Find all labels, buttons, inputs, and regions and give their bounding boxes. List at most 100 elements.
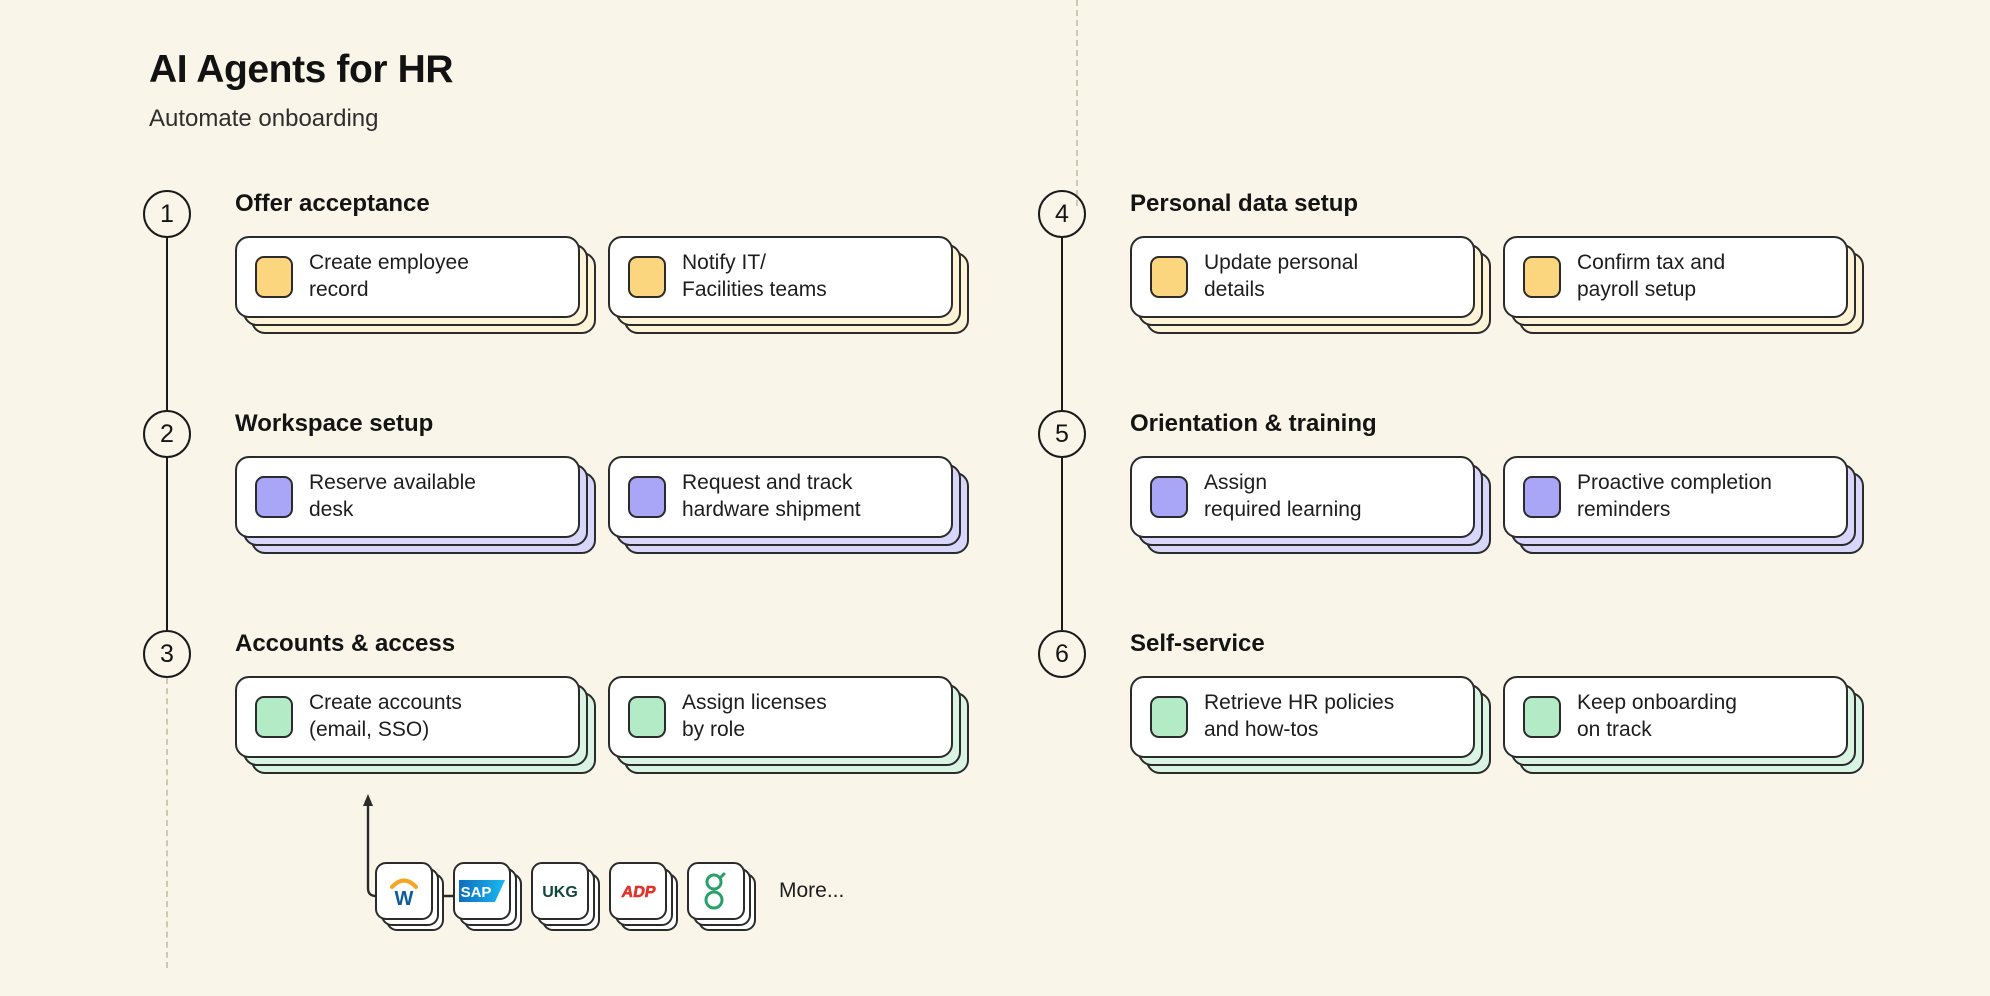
task-card[interactable]: Update personal details bbox=[1130, 236, 1491, 334]
step-6-rail: 6 bbox=[1035, 630, 1091, 850]
card-front[interactable]: Assign required learning bbox=[1130, 456, 1475, 538]
column-divider bbox=[1076, 0, 1078, 206]
card-front[interactable]: Proactive completion reminders bbox=[1503, 456, 1848, 538]
task-card[interactable]: Proactive completion reminders bbox=[1503, 456, 1864, 554]
card-color-swatch bbox=[255, 476, 293, 518]
page-title: AI Agents for HR bbox=[149, 48, 454, 91]
step-2-cards: Reserve available desk Request and track… bbox=[235, 456, 969, 554]
step-6-cards: Retrieve HR policies and how-tos Keep on… bbox=[1130, 676, 1864, 774]
svg-text:SAP: SAP bbox=[461, 884, 492, 901]
task-card[interactable]: Assign required learning bbox=[1130, 456, 1491, 554]
vendor-logo-workday[interactable]: W bbox=[375, 862, 444, 931]
page-subtitle: Automate onboarding bbox=[149, 104, 379, 132]
adp-icon: ADP bbox=[620, 883, 658, 901]
step-4-title: Personal data setup bbox=[1130, 190, 1359, 217]
card-color-swatch bbox=[255, 696, 293, 738]
card-color-swatch bbox=[628, 696, 666, 738]
step-5-number: 5 bbox=[1038, 410, 1086, 458]
step-2-connector-line bbox=[166, 458, 168, 630]
task-card[interactable]: Reserve available desk bbox=[235, 456, 596, 554]
task-card[interactable]: Assign licenses by role bbox=[608, 676, 969, 774]
workday-icon: W bbox=[389, 878, 419, 910]
card-label: Create accounts (email, SSO) bbox=[309, 691, 462, 741]
step-1-number: 1 bbox=[143, 190, 191, 238]
svg-text:W: W bbox=[395, 888, 414, 910]
step-5-connector-line bbox=[1061, 458, 1063, 630]
vendor-more-label[interactable]: More... bbox=[779, 879, 845, 902]
greenhouse-icon bbox=[704, 872, 726, 910]
card-front[interactable]: Retrieve HR policies and how-tos bbox=[1130, 676, 1475, 758]
card-label: Reserve available desk bbox=[309, 471, 476, 521]
vendor-logo-greenhouse[interactable] bbox=[687, 862, 756, 931]
card-color-swatch bbox=[1523, 696, 1561, 738]
task-card[interactable]: Confirm tax and payroll setup bbox=[1503, 236, 1864, 334]
task-card[interactable]: Request and track hardware shipment bbox=[608, 456, 969, 554]
card-color-swatch bbox=[1523, 256, 1561, 298]
vendor-logo-ukg[interactable]: UKG bbox=[531, 862, 600, 931]
card-color-swatch bbox=[1523, 476, 1561, 518]
task-card[interactable]: Notify IT/ Facilities teams bbox=[608, 236, 969, 334]
step-5-title: Orientation & training bbox=[1130, 410, 1377, 437]
logo-front[interactable] bbox=[687, 862, 745, 920]
card-front[interactable]: Request and track hardware shipment bbox=[608, 456, 953, 538]
step-3-dashed-tail bbox=[166, 678, 168, 968]
card-front[interactable]: Confirm tax and payroll setup bbox=[1503, 236, 1848, 318]
card-color-swatch bbox=[1150, 476, 1188, 518]
task-card[interactable]: Create accounts (email, SSO) bbox=[235, 676, 596, 774]
step-1-rail: 1 bbox=[140, 190, 196, 410]
card-label: Confirm tax and payroll setup bbox=[1577, 251, 1726, 301]
card-label: Update personal details bbox=[1204, 251, 1359, 301]
card-label: Request and track hardware shipment bbox=[682, 471, 861, 521]
card-front[interactable]: Assign licenses by role bbox=[608, 676, 953, 758]
vendor-logo-row: W SAP bbox=[375, 862, 845, 931]
step-1-title: Offer acceptance bbox=[235, 190, 430, 217]
step-1-connector-line bbox=[166, 238, 168, 410]
task-card[interactable]: Retrieve HR policies and how-tos bbox=[1130, 676, 1491, 774]
step-6-title: Self-service bbox=[1130, 630, 1265, 657]
step-3-number: 3 bbox=[143, 630, 191, 678]
page-header: AI Agents for HR Automate onboarding bbox=[149, 48, 454, 133]
card-label: Keep onboarding on track bbox=[1577, 691, 1737, 741]
card-color-swatch bbox=[255, 256, 293, 298]
step-4-rail: 4 bbox=[1035, 190, 1091, 410]
step-6-number: 6 bbox=[1038, 630, 1086, 678]
card-color-swatch bbox=[628, 256, 666, 298]
ukg-icon: UKG bbox=[542, 884, 578, 901]
card-front[interactable]: Create employee record bbox=[235, 236, 580, 318]
card-label: Retrieve HR policies and how-tos bbox=[1204, 691, 1395, 741]
card-color-swatch bbox=[1150, 256, 1188, 298]
card-front[interactable]: Update personal details bbox=[1130, 236, 1475, 318]
step-2-rail: 2 bbox=[140, 410, 196, 630]
card-label: Proactive completion reminders bbox=[1577, 471, 1772, 521]
step-2-number: 2 bbox=[143, 410, 191, 458]
step-5-rail: 5 bbox=[1035, 410, 1091, 630]
logo-front[interactable]: UKG bbox=[531, 862, 589, 920]
card-front[interactable]: Reserve available desk bbox=[235, 456, 580, 538]
task-card[interactable]: Create employee record bbox=[235, 236, 596, 334]
vendor-logo-sap[interactable]: SAP bbox=[453, 862, 522, 931]
step-1-cards: Create employee record Notify IT/ Facili… bbox=[235, 236, 969, 334]
card-label: Assign licenses by role bbox=[682, 691, 827, 741]
card-color-swatch bbox=[1150, 696, 1188, 738]
card-front[interactable]: Keep onboarding on track bbox=[1503, 676, 1848, 758]
svg-text:ADP: ADP bbox=[620, 883, 657, 901]
step-3-title: Accounts & access bbox=[235, 630, 456, 657]
logo-front[interactable]: ADP bbox=[609, 862, 667, 920]
step-2-title: Workspace setup bbox=[235, 410, 434, 437]
step-3-cards: Create accounts (email, SSO) Assign lice… bbox=[235, 676, 969, 774]
logo-front[interactable]: SAP bbox=[453, 862, 511, 920]
step-4-cards: Update personal details Confirm tax and … bbox=[1130, 236, 1864, 334]
step-3-rail: 3 bbox=[140, 630, 196, 968]
logo-front[interactable]: W bbox=[375, 862, 433, 920]
card-label: Assign required learning bbox=[1204, 471, 1362, 521]
card-front[interactable]: Create accounts (email, SSO) bbox=[235, 676, 580, 758]
vendor-logo-adp[interactable]: ADP bbox=[609, 862, 678, 931]
svg-text:UKG: UKG bbox=[542, 884, 578, 901]
step-4-connector-line bbox=[1061, 238, 1063, 410]
task-card[interactable]: Keep onboarding on track bbox=[1503, 676, 1864, 774]
step-4-number: 4 bbox=[1038, 190, 1086, 238]
card-label: Create employee record bbox=[309, 251, 469, 301]
card-front[interactable]: Notify IT/ Facilities teams bbox=[608, 236, 953, 318]
step-5-cards: Assign required learning Proactive compl… bbox=[1130, 456, 1864, 554]
sap-icon: SAP bbox=[459, 880, 505, 902]
